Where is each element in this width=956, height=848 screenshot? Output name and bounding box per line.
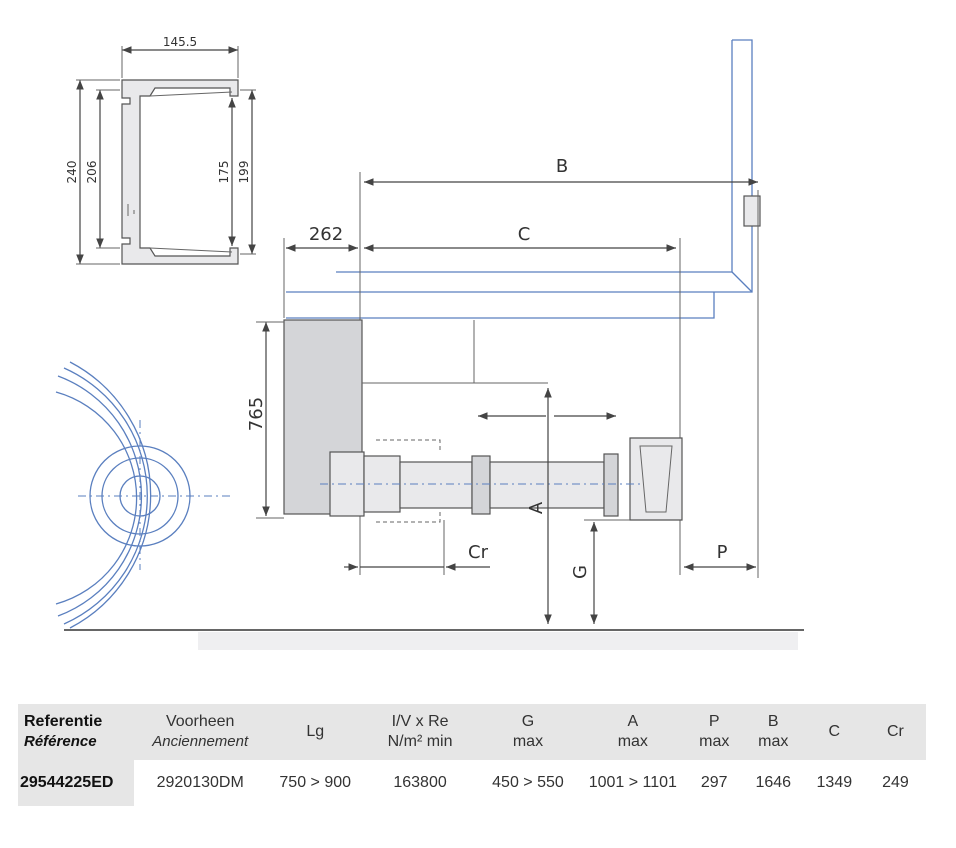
svg-text:765: 765 <box>246 397 267 431</box>
cell-lg: 750 > 900 <box>279 774 352 791</box>
cell-c: 1349 <box>816 774 853 791</box>
svg-text:P: P <box>717 542 728 563</box>
cell-p: 297 <box>700 774 728 791</box>
section-h175-label: 175 <box>217 161 231 184</box>
cell-iv-re: 163800 <box>393 774 447 791</box>
dimension-765: 765 <box>246 321 284 519</box>
section-width-label: 145.5 <box>163 35 197 49</box>
svg-text:A: A <box>526 501 547 514</box>
cell-a: 1001 > 1101 <box>588 774 677 791</box>
svg-text:Cr: Cr <box>468 542 489 563</box>
table-row: 29544225ED 2920130DM 750 > 900 163800 45… <box>18 760 926 806</box>
dimension-c: C <box>364 224 676 252</box>
dimension-p: P <box>684 542 756 571</box>
section-h199-label: 199 <box>237 161 251 184</box>
svg-text:262: 262 <box>309 224 343 245</box>
dimension-g: G <box>570 519 630 624</box>
svg-text:C: C <box>518 224 531 245</box>
cell-cr: 249 <box>882 774 909 791</box>
section-h206-label: 206 <box>85 161 99 184</box>
header-lg: Lg <box>306 723 325 740</box>
cell-voorheen: 2920130DM <box>156 774 244 791</box>
dimension-b: B <box>364 156 758 186</box>
dimension-262: 262 <box>286 224 358 252</box>
dimension-a: A <box>526 388 552 624</box>
cell-referentie: 29544225ED <box>18 760 135 806</box>
svg-text:B: B <box>556 156 568 177</box>
header-cr: Cr <box>886 723 904 740</box>
fork-blade <box>286 39 761 319</box>
section-h240-label: 240 <box>65 161 79 184</box>
technical-drawing: 145.5 240 206 175 199 B C 262 <box>55 35 804 650</box>
fork-section-detail: 145.5 240 206 175 199 <box>65 35 256 265</box>
header-c: C <box>828 723 841 740</box>
cell-b: 1646 <box>755 774 792 791</box>
svg-text:G: G <box>570 565 591 579</box>
wheel <box>55 361 230 629</box>
telescopic-arm <box>320 437 683 523</box>
ground-line <box>64 629 804 650</box>
cell-g: 450 > 550 <box>492 774 564 791</box>
dimension-cr: Cr <box>344 520 490 575</box>
